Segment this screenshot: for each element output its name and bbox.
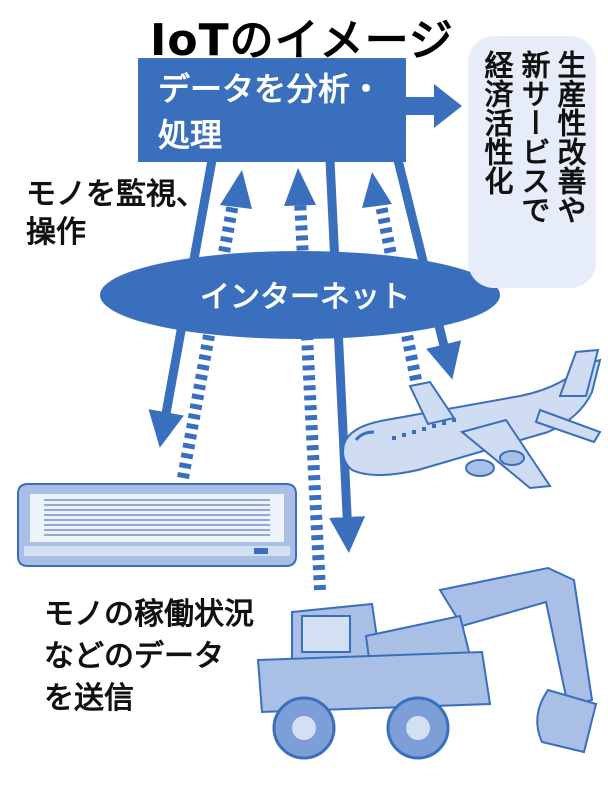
control-arrow-excavator xyxy=(325,159,366,553)
data-processing-box xyxy=(138,58,406,162)
monitor-control-label: モノを監視、 操作 xyxy=(26,176,226,252)
data-arrowhead-aircon xyxy=(220,170,252,209)
result-line1: 生産性改善や xyxy=(553,50,587,224)
send-data-label: モノの稼働状況 などのデータ を送信 xyxy=(44,594,274,720)
result-arrowhead xyxy=(434,84,462,128)
send-label-line1: モノの稼働状況 xyxy=(44,597,254,632)
result-arrow-shaft xyxy=(406,97,436,115)
internet-ellipse xyxy=(100,251,500,339)
data-processing-line2: 処理 xyxy=(158,116,223,154)
send-label-line3: を送信 xyxy=(44,681,134,716)
result-line3: 経済活性化 xyxy=(480,50,514,195)
airplane-icon xyxy=(342,348,602,490)
monitor-label-line1: モノを監視、 xyxy=(26,177,206,212)
result-box xyxy=(468,36,596,288)
data-arrowhead-airplane xyxy=(362,172,392,208)
send-label-line2: などのデータ xyxy=(44,639,224,674)
data-processing-label: データを分析・ 処理 xyxy=(158,66,398,158)
data-arrowhead-excavator xyxy=(284,168,316,206)
air-conditioner-icon xyxy=(17,483,297,567)
data-processing-line1: データを分析・ xyxy=(158,70,383,108)
excavator-icon xyxy=(256,566,598,760)
result-line2: 新サービスで xyxy=(517,50,551,224)
internet-label: インターネット xyxy=(200,280,410,315)
data-arrow-aircon xyxy=(177,196,240,480)
diagram-title: IoTのイメージ xyxy=(150,15,454,66)
monitor-label-line2: 操作 xyxy=(26,215,86,250)
